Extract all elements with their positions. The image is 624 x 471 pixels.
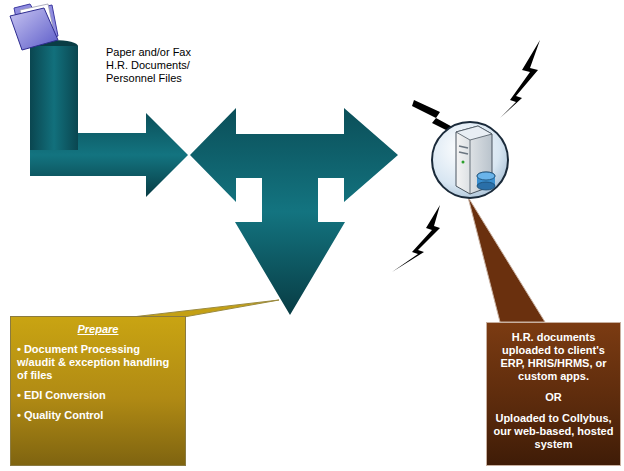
server-icon [432, 122, 508, 198]
box-text: Uploaded to Collybus, our web-based, hos… [492, 412, 615, 451]
callout-tail [468, 197, 545, 322]
callout-tail [132, 300, 279, 317]
output-box: H.R. documents uploaded to client's ERP,… [486, 322, 621, 466]
box-text: OR [492, 391, 615, 404]
box-text: • Quality Control [17, 409, 179, 422]
process-box: Prepare • Document Processing w/audit & e… [10, 316, 186, 466]
box-text: • EDI Conversion [17, 389, 179, 402]
distribution-arrow [190, 108, 398, 315]
lightning-bolt [392, 40, 540, 272]
box-text: H.R. documents uploaded to client's ERP,… [492, 331, 615, 383]
box-heading: Prepare [17, 323, 179, 336]
folder-icon [10, 4, 58, 50]
source-label: Paper and/or Fax H.R. Documents/ Personn… [106, 46, 206, 85]
box-text: • Document Processing w/audit & exceptio… [17, 343, 179, 382]
